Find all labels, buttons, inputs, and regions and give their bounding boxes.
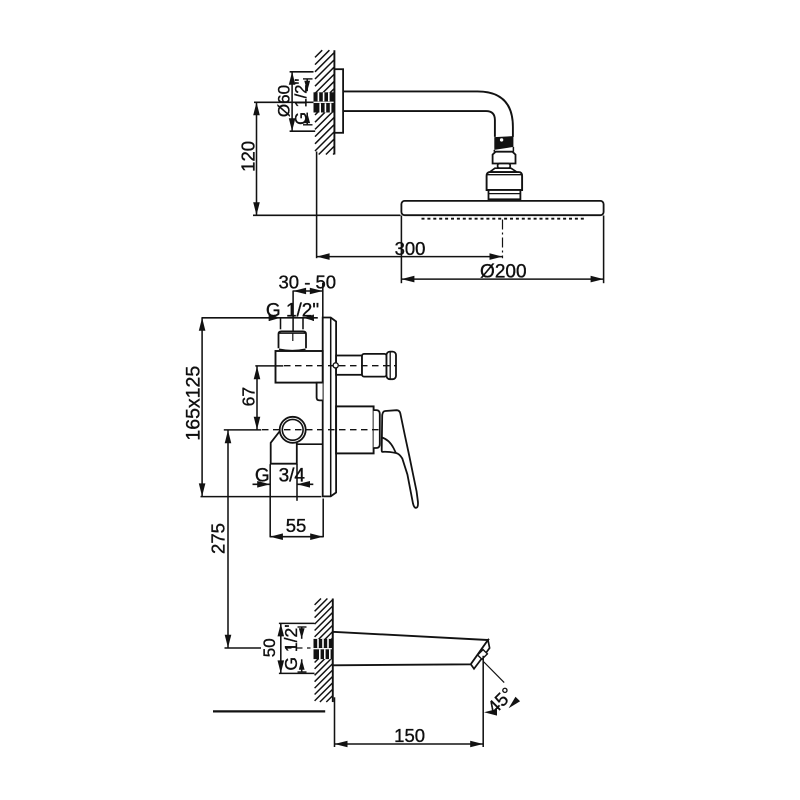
svg-text:30 - 50: 30 - 50: [278, 271, 336, 292]
svg-text:55: 55: [286, 515, 307, 536]
svg-text:G 1/2": G 1/2": [266, 300, 319, 321]
svg-text:G 1/2": G 1/2": [292, 79, 310, 125]
svg-text:67: 67: [238, 387, 258, 406]
svg-text:120: 120: [238, 141, 259, 172]
svg-text:3/4: 3/4: [279, 466, 306, 487]
svg-text:G: G: [255, 466, 270, 487]
svg-text:150: 150: [394, 725, 425, 746]
svg-text:Ø200: Ø200: [480, 262, 526, 283]
svg-text:165x125: 165x125: [183, 366, 205, 441]
svg-text:275: 275: [208, 523, 229, 554]
svg-text:Ø60: Ø60: [274, 85, 293, 117]
svg-text:G 1/2': G 1/2': [281, 624, 301, 670]
svg-text:50: 50: [260, 638, 279, 657]
svg-text:300: 300: [395, 238, 426, 259]
